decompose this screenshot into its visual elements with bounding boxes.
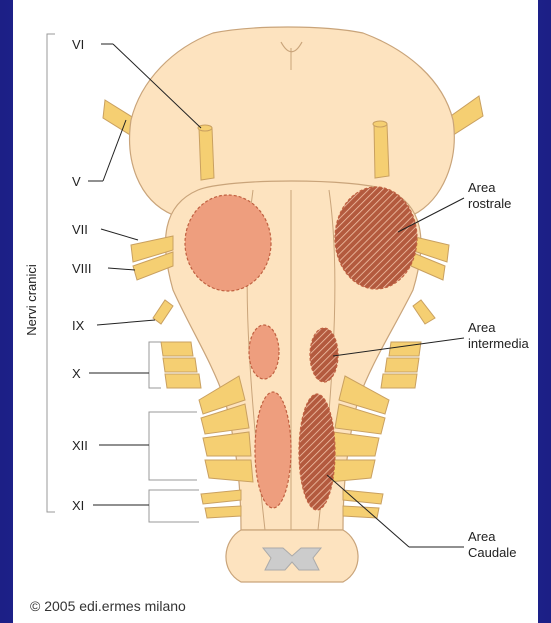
nerve-label-vii: VII (72, 222, 88, 237)
nerve-ix-right (413, 300, 435, 324)
nerve-ix-left (153, 300, 173, 324)
xii-bracket (149, 412, 197, 480)
nerve-x-left (161, 342, 201, 388)
area-intermedia-right (310, 328, 338, 382)
area-rostrale-right (335, 187, 417, 289)
nerve-xi-left (201, 490, 241, 518)
area-caudale-left (255, 392, 291, 508)
nerve-label-ix: IX (72, 318, 85, 333)
nerve-label-vi: VI (72, 37, 84, 52)
nerve-vii-viii-left (131, 236, 173, 280)
figure-panel: Nervi cranici VI V VII VIII IX X XII XI … (13, 0, 538, 623)
nerve-label-xi: XI (72, 498, 84, 513)
area-intermedia-left (249, 325, 279, 379)
xi-bracket (149, 490, 199, 522)
area-rostrale-left (185, 195, 271, 291)
nervi-cranici-label: Nervi cranici (24, 264, 39, 336)
nerve-label-v: V (72, 174, 81, 189)
copyright-text: © 2005 edi.ermes milano (30, 598, 186, 614)
area-rostrale-label-2: rostrale (468, 196, 511, 211)
nerve-vi-right (374, 124, 389, 178)
area-intermedia-label-2: intermedia (468, 336, 529, 351)
area-intermedia-label-1: Area (468, 320, 496, 335)
area-caudale-label-1: Area (468, 529, 496, 544)
nerve-label-viii: VIII (72, 261, 92, 276)
area-caudale-right (299, 394, 335, 510)
area-rostrale-label-1: Area (468, 180, 496, 195)
area-caudale-label-2: Caudale (468, 545, 516, 560)
nervi-cranici-bracket (47, 34, 55, 512)
brainstem-diagram: Nervi cranici VI V VII VIII IX X XII XI … (13, 0, 538, 623)
nerve-label-x: X (72, 366, 81, 381)
nerve-label-xii: XII (72, 438, 88, 453)
x-bracket (149, 342, 161, 388)
nerve-vi-left (199, 128, 214, 180)
